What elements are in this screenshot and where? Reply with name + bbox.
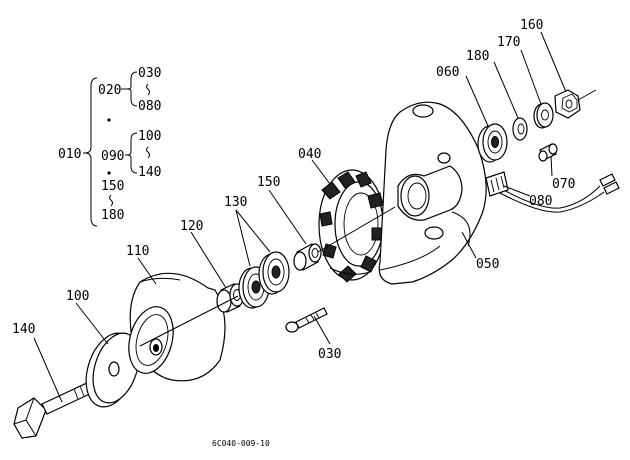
callout-030-range-start: 030 [138, 66, 161, 81]
grommet-070 [538, 143, 558, 162]
callout-100: 100 [66, 289, 89, 304]
bearing-060 [477, 123, 508, 163]
callout-150: 150 [257, 175, 280, 190]
callout-110: 110 [126, 244, 149, 259]
bearing-130-b [258, 251, 290, 295]
callout-labels: 010 020 030 080 090 100 140 150 180 140 … [12, 18, 575, 448]
callout-060: 060 [436, 65, 459, 80]
axis-line [577, 89, 597, 101]
callout-010: 010 [58, 147, 81, 162]
screw-030 [285, 307, 328, 333]
part-index-tree [83, 71, 150, 227]
callout-120: 120 [180, 219, 203, 234]
washer-170 [533, 102, 554, 129]
callout-140: 140 [12, 322, 35, 337]
callout-080: 080 [529, 194, 552, 209]
callout-140-range-end: 140 [138, 165, 161, 180]
callout-040: 040 [298, 147, 321, 162]
bullet-dot [107, 171, 111, 175]
figure-id: 6C040-009-10 [212, 439, 270, 448]
housing-050 [378, 101, 487, 285]
callout-160: 160 [520, 18, 543, 33]
wire-lead-080 [485, 171, 620, 213]
nut-160 [554, 89, 581, 119]
callout-100-range-start: 100 [138, 129, 161, 144]
leader-lines [33, 31, 567, 403]
callout-030: 030 [318, 347, 341, 362]
stator-040 [318, 169, 386, 283]
washer-100 [85, 332, 140, 408]
bracket-020 [126, 71, 138, 107]
callout-170: 170 [497, 35, 520, 50]
bracket-090 [126, 132, 138, 174]
callout-180-range-end: 180 [101, 208, 124, 223]
callout-090: 090 [101, 149, 124, 164]
callout-180: 180 [466, 49, 489, 64]
spacer-150 [293, 243, 322, 271]
callout-150-range-start: 150 [101, 179, 124, 194]
axis-line [317, 206, 396, 253]
bullet-dot [107, 118, 111, 122]
callout-050: 050 [476, 257, 499, 272]
callout-070: 070 [552, 177, 575, 192]
callout-130: 130 [224, 195, 247, 210]
washer-180 [512, 117, 528, 141]
rotor-110 [128, 272, 226, 382]
callout-080-range-end: 080 [138, 99, 161, 114]
callout-020: 020 [98, 83, 121, 98]
axis-line [139, 295, 239, 347]
bracket-010 [84, 77, 98, 227]
